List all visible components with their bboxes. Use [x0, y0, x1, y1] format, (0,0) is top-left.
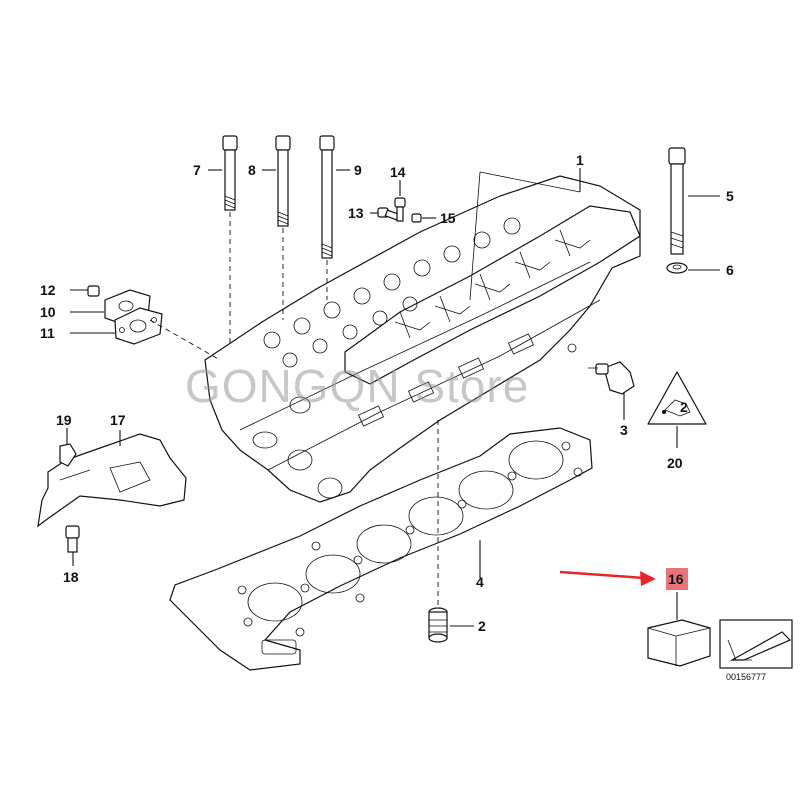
sleeve-2	[428, 420, 448, 643]
label-8: 8	[248, 162, 256, 178]
label-12: 12	[40, 282, 56, 298]
label-2: 2	[478, 618, 486, 634]
label-15: 15	[440, 210, 456, 226]
washer-6	[666, 262, 688, 274]
warning-label-20: 2	[647, 371, 707, 425]
bolt-9	[319, 135, 335, 300]
sensor-3	[588, 361, 635, 395]
label-17: 17	[110, 412, 126, 428]
watermark: GONGQN Store	[185, 360, 529, 412]
cylinder-head	[204, 175, 641, 503]
label-4: 4	[476, 574, 484, 590]
label-16-highlight	[666, 568, 688, 590]
label-14: 14	[390, 164, 406, 180]
plate-guide-line	[149, 319, 221, 361]
label-3: 3	[620, 422, 628, 438]
label-20: 20	[667, 455, 683, 471]
reference-number: 00156777	[726, 672, 766, 682]
label-19: 19	[56, 412, 72, 428]
red-pointer-arrow	[559, 570, 656, 586]
bracket-17	[37, 433, 187, 528]
bolt-14	[394, 197, 406, 222]
label-18: 18	[63, 569, 79, 585]
label-6: 6	[726, 262, 734, 278]
part-labels: 7 8 9 1 5 6 14 13 15 12 10 11 19 17 3 20…	[40, 152, 734, 634]
label-5: 5	[726, 188, 734, 204]
nut-15	[411, 213, 422, 223]
label-1: 1	[576, 152, 584, 168]
bolt-8	[275, 135, 291, 320]
leader-lines	[66, 168, 720, 627]
head-gasket	[169, 427, 593, 671]
warning-label-digit: 2	[680, 399, 688, 415]
label-10: 10	[40, 304, 56, 320]
repair-kit-16	[647, 619, 711, 667]
nut-12	[87, 285, 100, 297]
label-16: 16	[668, 571, 684, 587]
bolt-7	[222, 135, 238, 344]
corner-arrow-icon	[719, 619, 793, 669]
label-13: 13	[348, 205, 364, 221]
bolt-5	[668, 147, 686, 255]
label-9: 9	[354, 162, 362, 178]
label-11: 11	[40, 325, 55, 341]
clip-19	[59, 443, 77, 467]
bolt-13	[377, 207, 400, 221]
label-7: 7	[193, 162, 201, 178]
bolt-18	[65, 525, 80, 553]
